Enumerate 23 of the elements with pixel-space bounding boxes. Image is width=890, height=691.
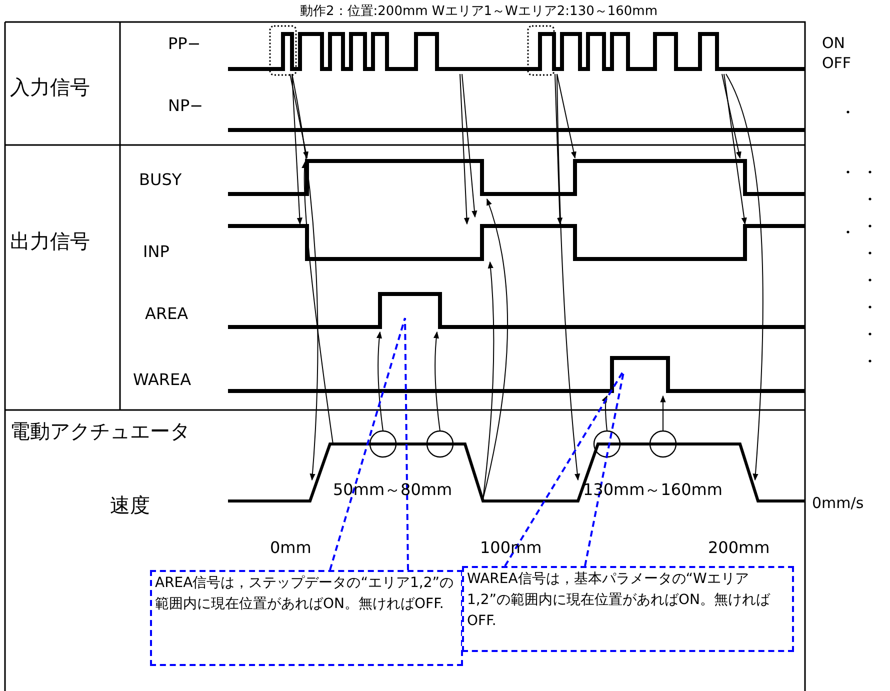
group-label: 入力信号	[10, 74, 90, 101]
axis-label: 速度	[110, 492, 150, 519]
signal-label: NP−	[168, 96, 204, 115]
annotation-box: WAREA信号は，基本パラメータの“Wエリア1,2”の範囲内に現在位置があればON。無ければOFF.	[462, 566, 794, 652]
range-label: 130mm～160mm	[583, 480, 722, 501]
position-label: 100mm	[480, 538, 542, 557]
state-label: OFF	[822, 54, 852, 72]
signal-label: AREA	[145, 304, 188, 323]
signal-label: WAREA	[133, 370, 192, 389]
leader-line	[329, 318, 406, 570]
signal-label: PP−	[168, 34, 201, 53]
range-label: 50mm～80mm	[333, 480, 452, 501]
diagram-title: 動作2：位置:200mm Wエリア1～Wエリア2:130～160mm	[300, 3, 658, 20]
annotation-box: AREA信号は，ステップデータの“エリア1,2”の範囲内に現在位置があればON。無ければOFF.	[150, 570, 463, 666]
position-label: 0mm	[270, 538, 312, 557]
signal-label: BUSY	[139, 170, 182, 189]
speed-label: 0mm/s	[812, 494, 864, 512]
leader-line	[404, 318, 409, 570]
signal-label: INP	[143, 242, 170, 261]
group-label: 電動アクチュエータ	[10, 418, 190, 445]
group-label: 出力信号	[10, 228, 90, 255]
position-label: 200mm	[708, 538, 770, 557]
state-label: ON	[822, 34, 846, 52]
